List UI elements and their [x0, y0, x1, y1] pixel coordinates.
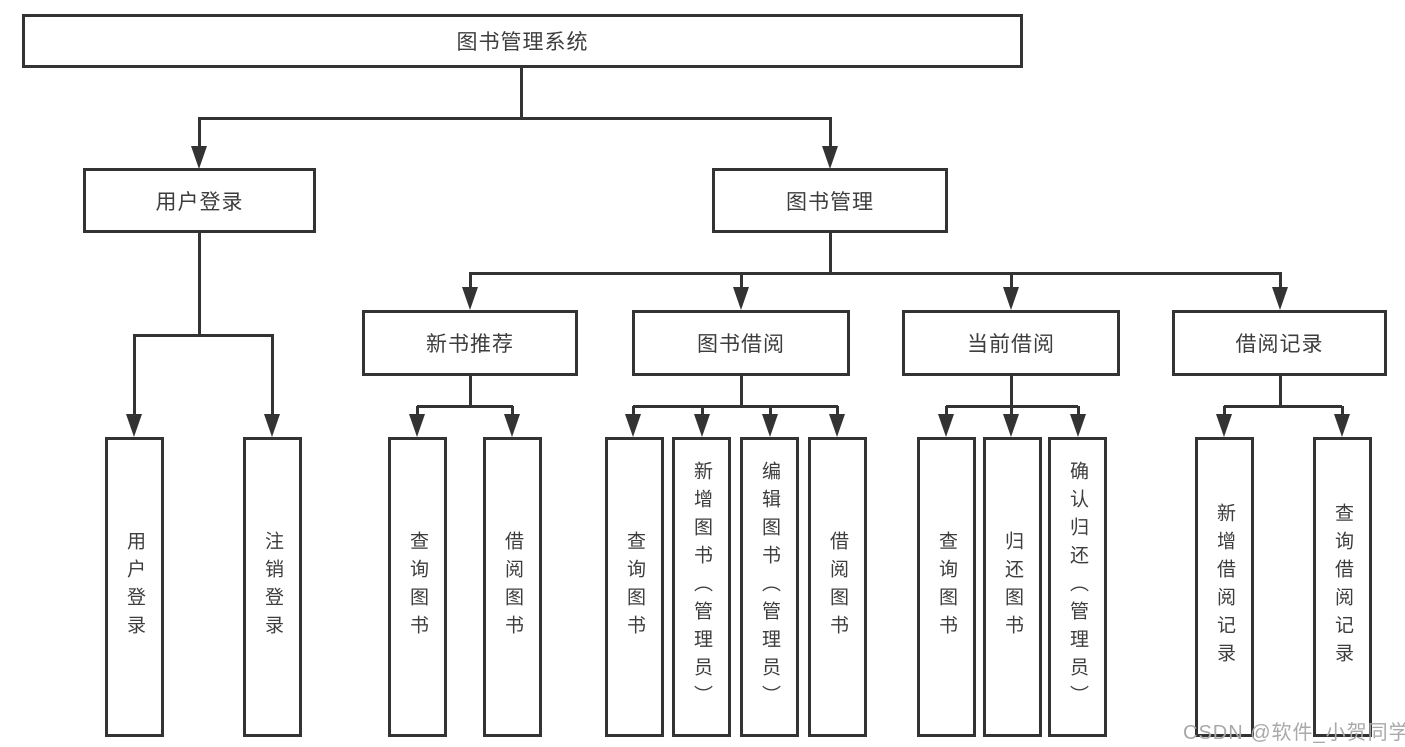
- node-leaf-user-login: 用户登录: [105, 437, 164, 737]
- connector-segment: [271, 336, 274, 415]
- node-borrow-record: 借阅记录: [1172, 310, 1387, 376]
- arrow-down-icon: [264, 414, 280, 437]
- arrow-down-icon: [191, 146, 207, 169]
- connector-segment: [1223, 406, 1226, 415]
- connector-segment: [133, 336, 136, 415]
- node-leaf-bb-borrow-book: 借阅图书: [808, 437, 867, 737]
- connector-segment: [198, 117, 832, 120]
- arrow-down-icon: [1272, 287, 1288, 310]
- arrow-down-icon: [462, 287, 478, 310]
- connector-segment: [520, 68, 523, 119]
- arrow-down-icon: [1003, 287, 1019, 310]
- connector-segment: [632, 406, 635, 415]
- connector-segment: [829, 119, 832, 147]
- connector-segment: [1279, 376, 1282, 407]
- connector-segment: [1279, 274, 1282, 288]
- arrow-down-icon: [625, 414, 641, 437]
- connector-segment: [1341, 406, 1344, 415]
- connector-segment: [1077, 406, 1080, 415]
- arrow-down-icon: [762, 414, 778, 437]
- connector-segment: [836, 406, 839, 415]
- arrow-down-icon: [126, 414, 142, 437]
- node-leaf-bb-add-book-admin: 新增图书（管理员）: [672, 437, 731, 737]
- connector-segment: [1010, 376, 1013, 407]
- node-leaf-cb-return-book: 归还图书: [983, 437, 1042, 737]
- arrow-down-icon: [409, 414, 425, 437]
- node-leaf-cb-query-book: 查询图书: [917, 437, 976, 737]
- connector-segment: [133, 334, 274, 337]
- csdn-watermark: CSDN @软件_小贺同学: [1183, 722, 1405, 744]
- connector-segment: [469, 376, 472, 407]
- connector-segment: [740, 274, 743, 288]
- arrow-down-icon: [1003, 414, 1019, 437]
- node-leaf-br-add-record: 新增借阅记录: [1195, 437, 1254, 737]
- arrow-down-icon: [1070, 414, 1086, 437]
- node-leaf-nb-query-book: 查询图书: [388, 437, 447, 737]
- connector-segment: [198, 233, 201, 336]
- arrow-down-icon: [938, 414, 954, 437]
- connector-segment: [198, 119, 201, 147]
- node-leaf-br-query-record: 查询借阅记录: [1313, 437, 1372, 737]
- node-book-manage: 图书管理: [712, 168, 948, 233]
- arrow-down-icon: [1334, 414, 1350, 437]
- arrow-down-icon: [829, 414, 845, 437]
- arrow-down-icon: [694, 414, 710, 437]
- connector-segment: [740, 376, 743, 407]
- node-new-book-recommend: 新书推荐: [362, 310, 578, 376]
- node-book-borrow: 图书借阅: [632, 310, 850, 376]
- connector-segment: [1010, 406, 1013, 415]
- connector-segment: [511, 406, 514, 415]
- arrow-down-icon: [822, 146, 838, 169]
- arrow-down-icon: [1216, 414, 1232, 437]
- connector-segment: [1224, 405, 1342, 408]
- node-leaf-bb-query-book: 查询图书: [605, 437, 664, 737]
- connector-segment: [633, 405, 838, 408]
- connector-segment: [829, 233, 832, 274]
- connector-segment: [701, 406, 704, 415]
- arrow-down-icon: [504, 414, 520, 437]
- node-leaf-bb-edit-book-admin: 编辑图书（管理员）: [740, 437, 799, 737]
- node-leaf-nb-borrow-book: 借阅图书: [483, 437, 542, 737]
- node-current-borrow: 当前借阅: [902, 310, 1120, 376]
- node-root-system: 图书管理系统: [22, 14, 1023, 68]
- node-leaf-cb-confirm-return-admin: 确认归还（管理员）: [1048, 437, 1107, 737]
- connector-segment: [1010, 274, 1013, 288]
- connector-segment: [769, 406, 772, 415]
- connector-segment: [469, 272, 1282, 275]
- node-leaf-logout: 注销登录: [243, 437, 302, 737]
- connector-segment: [945, 406, 948, 415]
- connector-segment: [417, 405, 513, 408]
- connector-segment: [416, 406, 419, 415]
- arrow-down-icon: [733, 287, 749, 310]
- node-user-login: 用户登录: [83, 168, 316, 233]
- connector-segment: [469, 274, 472, 288]
